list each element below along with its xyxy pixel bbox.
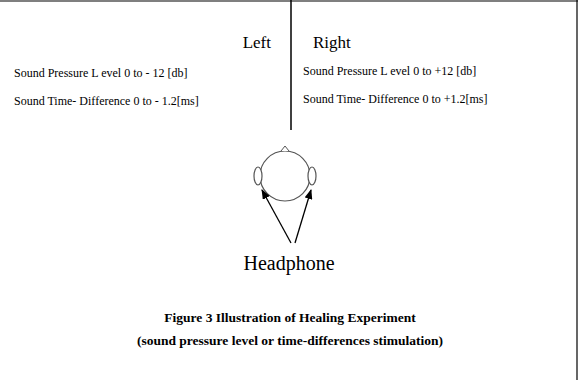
caption-line: (sound pressure level or time-difference…: [137, 334, 443, 349]
frame-top: [0, 0, 578, 1]
head: [260, 151, 310, 201]
range-note: Sound Time- Difference 0 to - 1.2[ms]: [14, 95, 199, 108]
pointer-arrow: [262, 190, 291, 243]
range-note: Sound Time- Difference 0 to +1.2[ms]: [303, 93, 488, 106]
side-heading: Left: [243, 34, 271, 53]
part-label: Headphone: [243, 252, 334, 274]
figure-caption: Figure 3 Illustration of Healing Experim…: [164, 311, 415, 326]
range-note: Sound Pressure L evel 0 to - 12 [db]: [14, 67, 188, 80]
nose: [281, 146, 289, 151]
frame-right: [576, 0, 577, 380]
side-heading: Right: [313, 34, 351, 53]
divider-line: [290, 0, 292, 130]
pointer-arrow: [295, 190, 311, 243]
left-ear: [254, 167, 262, 185]
range-note: Sound Pressure L evel 0 to +12 [db]: [303, 65, 476, 78]
right-ear: [308, 167, 316, 185]
